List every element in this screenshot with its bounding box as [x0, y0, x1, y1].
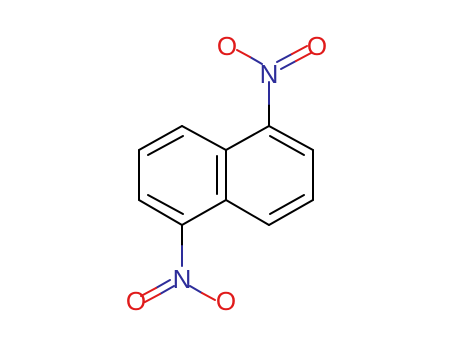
bond-n-o	[189, 285, 203, 294]
bond-n-o	[159, 285, 175, 295]
atom-nitrogen: N	[173, 264, 192, 294]
bond-n-o	[280, 60, 297, 70]
bond	[225, 125, 270, 151]
bond-n-o	[144, 293, 161, 303]
bond-n-o	[155, 279, 171, 289]
bond-n-o	[140, 287, 157, 297]
double-bond-inner	[269, 194, 305, 215]
double-bond-inner	[269, 135, 305, 156]
atom-oxygen: O	[307, 31, 327, 61]
bond	[138, 199, 183, 226]
atom-nitrogen: N	[260, 59, 279, 89]
atom-oxygen: O	[217, 31, 237, 61]
bond	[181, 199, 227, 226]
bond-n-o	[276, 53, 293, 63]
bond-n-o	[295, 52, 312, 62]
bond	[268, 199, 314, 226]
bond-n-o	[201, 292, 216, 301]
atom-oxygen: O	[216, 286, 236, 316]
double-bond-inner	[147, 194, 184, 215]
bond-n-o	[236, 49, 251, 58]
bond	[225, 199, 270, 226]
bottom-nitro-bonds	[140, 224, 216, 303]
bond	[181, 125, 227, 151]
bond	[138, 125, 183, 151]
atom-oxygen: O	[126, 286, 146, 316]
bond	[268, 125, 314, 151]
top-nitro-bonds	[236, 45, 312, 127]
bond-n-o	[249, 56, 263, 65]
bond-n-o	[291, 45, 308, 55]
double-bond-inner	[147, 135, 184, 156]
ring-bonds	[138, 125, 314, 226]
